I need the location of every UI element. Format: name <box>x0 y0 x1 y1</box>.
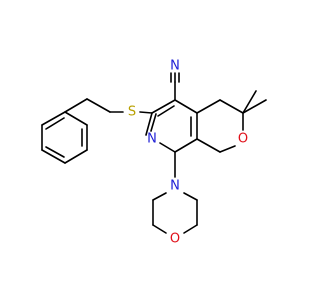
bond <box>196 99 221 114</box>
bond <box>196 138 221 153</box>
bond <box>219 145 236 153</box>
bond <box>242 90 257 114</box>
atom-O: O <box>170 232 180 247</box>
morpholine-nitrogen-label: N <box>170 179 180 194</box>
bond <box>183 224 198 234</box>
bond <box>145 112 153 136</box>
bond <box>151 99 176 114</box>
bond <box>174 99 198 114</box>
bond <box>152 192 167 201</box>
nitrile-nitrogen-label: N <box>170 59 180 74</box>
atom-N: N <box>170 59 180 74</box>
bond <box>219 99 244 114</box>
bond <box>41 111 66 126</box>
bond <box>86 98 111 113</box>
atom-labels: N S N N O O <box>128 59 248 247</box>
atom-O: O <box>238 132 248 147</box>
bond-double <box>150 113 157 132</box>
bond <box>159 142 176 153</box>
atom-N: N <box>147 132 157 147</box>
bond-double <box>45 146 65 158</box>
bond <box>152 224 167 234</box>
bond <box>183 192 198 201</box>
bond <box>139 111 153 114</box>
bond-double <box>157 105 175 117</box>
bond <box>41 149 66 164</box>
bond <box>64 111 88 126</box>
bond <box>174 138 198 153</box>
bond <box>242 99 267 114</box>
molecule-drawing: N S N N O O <box>41 59 267 247</box>
bond-double <box>45 117 65 130</box>
atom-S: S <box>128 105 136 120</box>
structure-diagram: N S N N O O <box>41 59 267 247</box>
pyridine-nitrogen-label: N <box>147 132 157 147</box>
morpholine-oxygen-label: O <box>170 232 180 247</box>
bond <box>64 98 88 113</box>
atom-N: N <box>170 179 180 194</box>
bond-lines <box>41 72 267 234</box>
pyran-oxygen-label: O <box>238 132 248 147</box>
bond <box>64 149 88 164</box>
thioether-sulfur-label: S <box>128 105 136 120</box>
